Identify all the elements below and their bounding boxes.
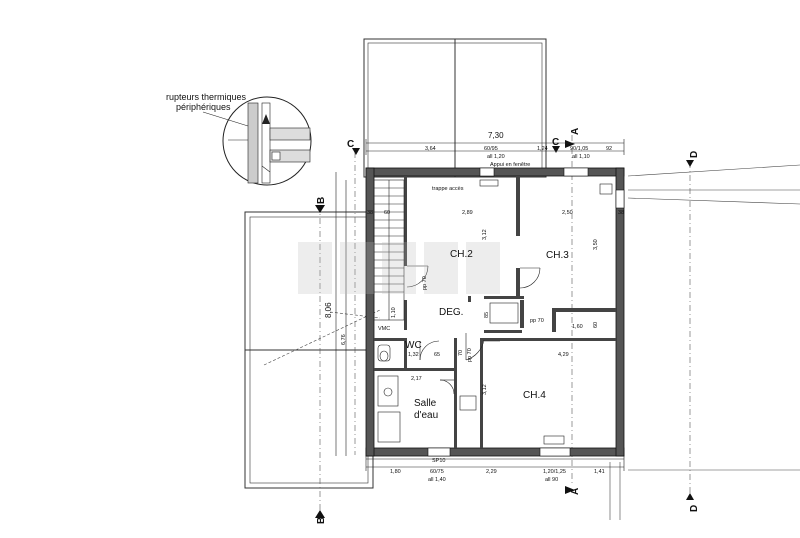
section-markers: C C A A B B D D: [315, 128, 700, 524]
room-label-wc: WC: [405, 340, 422, 351]
dim-interior-12: 65: [434, 352, 440, 358]
room-labels: CH.2 CH.3 CH.4 DEG. WC Salle d'eau: [405, 249, 569, 421]
section-label-b-bottom: B: [316, 517, 327, 524]
section-label-b-top: B: [316, 197, 327, 204]
dim-bottom-1: 1,80: [390, 469, 401, 475]
detail-caption-2: périphériques: [176, 102, 231, 112]
dim-bottom-3: 2,29: [486, 469, 497, 475]
dim-interior-5: 1,60: [572, 324, 583, 330]
dimension-lines: [335, 139, 625, 471]
interior-walls: [374, 176, 616, 448]
dim-bottom-5: 1,41: [594, 469, 605, 475]
dim-top-sub-2: all 1,10: [572, 154, 590, 160]
room-label-deg: DEG.: [439, 307, 463, 318]
dim-interior-14: 60: [593, 322, 599, 328]
thermal-break-detail: rupteurs thermiques périphériques: [166, 92, 312, 186]
dim-interior-10: 1,32: [408, 352, 419, 358]
note-4: SP10: [432, 458, 445, 464]
dim-bottom-sub-1: all 1,40: [428, 477, 446, 483]
dim-interior-7: 3,12: [482, 229, 488, 240]
section-label-a-bottom: A: [570, 488, 581, 495]
dim-top-4: 90/1,05: [570, 146, 588, 152]
note-2: pp 70: [422, 276, 428, 290]
doors: [406, 265, 541, 395]
dim-top-2: 60/95: [484, 146, 498, 152]
room-label-salle-1: Salle: [414, 398, 437, 409]
dim-interior-3: 3,50: [593, 239, 599, 250]
dim-top-3: 1,24: [537, 146, 548, 152]
dim-top-5: 92: [606, 146, 612, 152]
section-label-d-top: D: [689, 151, 700, 158]
dim-interior-18: 60: [384, 210, 390, 216]
note-1: pp 70: [530, 318, 544, 324]
terrace-top: [363, 38, 547, 178]
room-label-salle-2: d'eau: [414, 410, 438, 421]
window-openings: [427, 167, 625, 457]
section-label-a-top: A: [570, 128, 581, 135]
dim-interior-16: 38: [367, 210, 373, 216]
note-5: trappe accès: [432, 186, 464, 192]
dim-interior-8: 3,12: [482, 384, 488, 395]
staircase: [373, 179, 405, 321]
dim-interior-6: 6,76: [341, 334, 347, 345]
room-label-ch4: CH.4: [523, 390, 546, 401]
watermark: [298, 242, 500, 294]
dim-bottom-sub-2: all 90: [545, 477, 558, 483]
dim-top-1: 3,64: [425, 146, 436, 152]
note-6: Appui en fenêtre: [490, 162, 530, 168]
fixtures: [377, 179, 613, 445]
dim-interior-17: 38: [618, 210, 624, 216]
dim-total-depth: 8,06: [324, 302, 333, 318]
room-label-ch2: CH.2: [450, 249, 473, 260]
section-label-c-left: C: [347, 139, 354, 150]
note-3: pp 70: [467, 348, 473, 362]
dim-bottom-4: 1,20/1,25: [543, 469, 566, 475]
section-lines: [319, 135, 691, 515]
note-7: VMC: [378, 326, 390, 332]
dim-top-sub-1: all 1,20: [487, 154, 505, 160]
section-label-c-right: C: [552, 137, 559, 148]
dim-bottom-2: 60/75: [430, 469, 444, 475]
dim-total-width: 7,30: [488, 131, 504, 140]
room-label-ch3: CH.3: [546, 250, 569, 261]
detail-caption-1: rupteurs thermiques: [166, 92, 247, 102]
dim-interior-1: 2,89: [462, 210, 473, 216]
dim-interior-11: 85: [484, 312, 490, 318]
dim-interior-4: 4,29: [558, 352, 569, 358]
dimension-texts: 7,30 8,06 3,64 60/95 1,24 90/1,05 92 all…: [324, 131, 624, 483]
dim-interior-9: 2,17: [411, 376, 422, 382]
dim-interior-13: 70: [458, 350, 464, 356]
section-label-d-bottom: D: [689, 505, 700, 512]
dim-interior-15: 1,10: [391, 307, 397, 318]
dim-interior-2: 2,50: [562, 210, 573, 216]
